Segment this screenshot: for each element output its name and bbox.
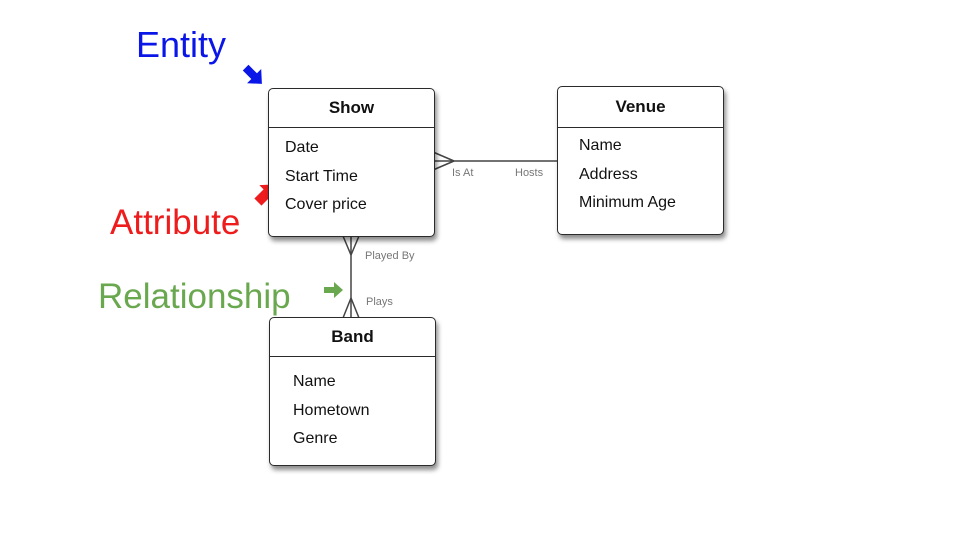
arrow-down-right-icon [242, 64, 262, 84]
relationship-label-plays: Plays [366, 296, 393, 308]
relationship-label-is-at: Is At [452, 167, 474, 179]
entity-band[interactable]: Band Name Hometown Genre [269, 317, 436, 466]
relationship-label-played-by: Played By [365, 250, 415, 262]
attribute: Name [579, 137, 622, 154]
attribute: Name [293, 373, 336, 390]
entity-venue[interactable]: Venue Name Address Minimum Age [557, 86, 724, 235]
relationship-label-hosts: Hosts [515, 167, 544, 179]
attribute: Cover price [285, 196, 367, 213]
entity-show[interactable]: Show Date Start Time Cover price [268, 88, 435, 237]
attribute: Date [285, 139, 319, 156]
attribute: Minimum Age [579, 194, 676, 211]
entity-title: Venue [558, 87, 723, 128]
attribute: Start Time [285, 167, 358, 185]
entity-title: Show [269, 89, 434, 128]
relationship-callout-label: Relationship [98, 277, 291, 316]
attribute: Genre [293, 430, 338, 447]
attribute-list: Name Address Minimum Age [558, 128, 723, 218]
attribute-callout-label: Attribute [110, 203, 241, 242]
entity-callout-label: Entity [136, 24, 227, 65]
attribute: Address [579, 165, 638, 183]
crows-foot-icon [342, 297, 360, 319]
entity-title: Band [270, 318, 435, 357]
attribute: Hometown [293, 401, 370, 419]
attribute-list: Date Start Time Cover price [269, 128, 434, 220]
attribute-list: Name Hometown Genre [270, 357, 435, 454]
arrow-right-icon [324, 282, 343, 298]
crows-foot-icon [342, 235, 360, 256]
crows-foot-icon [432, 151, 455, 171]
